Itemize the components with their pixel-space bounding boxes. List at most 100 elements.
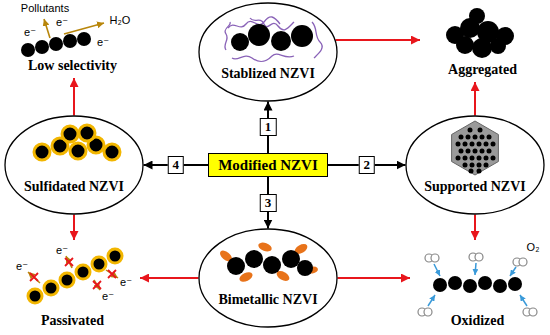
- support-matrix-figure-part-part: [480, 149, 485, 154]
- connector-arrow: [474, 215, 476, 241]
- support-matrix-figure: [452, 121, 499, 175]
- callout-number: 1: [260, 118, 277, 136]
- callout-number: 3: [260, 194, 277, 212]
- bimetallic-particles-figure-part-part: [227, 257, 245, 275]
- support-matrix-figure-part-part: [487, 149, 492, 154]
- support-matrix-figure-part-part: [463, 163, 468, 168]
- passivated-particles-figure-part-part: [108, 270, 116, 278]
- oxidized-particles-figure-part-part: [493, 279, 507, 293]
- support-matrix-figure-part-part: [466, 135, 471, 140]
- annotation: e⁻: [56, 16, 68, 29]
- passivated-particles-figure-part-part: [66, 256, 72, 268]
- support-matrix-figure-part-part: [484, 142, 489, 147]
- passivated-particles-figure-part-part: [65, 258, 73, 266]
- aggregated-cluster-figure: [446, 8, 514, 58]
- outcome-panel: Passivated: [5, 240, 140, 333]
- passivated-particles-figure-part-part: [92, 257, 106, 271]
- sulfidated-particles-figure-part: [70, 143, 86, 159]
- node-label: Modified NZVI: [218, 156, 318, 174]
- low-selectivity-figure-part-part: [35, 40, 49, 54]
- annotation: O₂: [527, 241, 540, 254]
- oxidized-particles-figure-part-part: [520, 295, 527, 306]
- stabilized-particles-figure-part-part: [271, 31, 291, 51]
- oxidized-particles-figure-part-part: [434, 264, 440, 276]
- bimetallic-particles-figure-part: [218, 241, 318, 284]
- node-label: Low selectivity: [10, 58, 135, 74]
- oxidized-particles-figure-part-part: [428, 295, 435, 306]
- passivated-particles-figure-part: [28, 256, 118, 290]
- connector-arrow: [335, 39, 420, 41]
- oxidized-particles-figure-part-part: [508, 277, 522, 291]
- passivated-particles-figure-part-part: [108, 249, 122, 263]
- callout-number: 2: [358, 156, 375, 174]
- oxidized-particles-figure-part-part: [475, 253, 483, 261]
- stabilized-particles-figure-part-part: [291, 25, 313, 47]
- aggregated-cluster-figure-part: [456, 36, 474, 54]
- oxidized-particles-figure: [418, 253, 537, 316]
- oxidized-particles-figure-part-part: [510, 267, 516, 276]
- annotation: e⁻: [24, 26, 36, 39]
- support-matrix-figure-part-part: [491, 156, 496, 161]
- low-selectivity-figure-part: [44, 19, 50, 38]
- stabilized-particles-figure-part-part: [248, 24, 270, 46]
- connector-arrow: [73, 215, 75, 241]
- oxidized-particles-figure-part-part: [478, 276, 492, 290]
- passivated-particles-figure-part-part: [93, 281, 101, 289]
- annotation: e⁻: [97, 36, 109, 49]
- support-matrix-figure-part-part: [473, 149, 478, 154]
- ellipse-outline: [199, 3, 337, 101]
- method-ellipse: Sulfidated NZVI: [4, 115, 144, 215]
- support-matrix-figure-part-part: [477, 156, 482, 161]
- low-selectivity-figure-part: [64, 23, 104, 34]
- method-ellipse: Bimetallic NZVI: [198, 228, 338, 328]
- sulfidated-particles-figure: [34, 125, 120, 160]
- low-selectivity-figure-part-part: [21, 43, 35, 57]
- node-label: Bimetallic NZVI: [198, 292, 338, 308]
- stabilized-particles-figure-part: [231, 24, 313, 51]
- support-matrix-figure-part-part: [470, 163, 475, 168]
- passivated-particles-figure-part: [28, 249, 122, 303]
- node-label: Oxidized: [410, 313, 545, 329]
- aggregated-cluster-figure-part: [472, 38, 492, 58]
- connector-arrow: [140, 277, 199, 279]
- node-label: Stablized NZVI: [198, 66, 338, 82]
- passivated-particles-figure: [28, 249, 122, 303]
- connector-arrow: [338, 277, 411, 279]
- bimetallic-particles-figure-part-part: [263, 256, 281, 274]
- oxidized-particles-figure-part-part: [433, 278, 447, 292]
- method-ellipse: Supported NZVI: [405, 115, 545, 215]
- support-matrix-figure-part-part: [470, 156, 475, 161]
- node-label: Sulfidated NZVI: [4, 179, 144, 195]
- support-matrix-figure-part-part: [469, 169, 474, 174]
- oxidized-particles-figure-part: [433, 276, 522, 293]
- ellipse-outline: [199, 229, 337, 327]
- passivated-particles-figure-part-part: [94, 280, 100, 290]
- node-label: Supported NZVI: [405, 179, 545, 195]
- support-matrix-figure-part-part: [477, 142, 482, 147]
- bimetallic-particles-figure: [218, 241, 318, 284]
- stabilized-particles-figure-part: [225, 17, 322, 62]
- node-label: Passivated: [5, 313, 140, 329]
- oxidized-particles-figure-part-part: [519, 258, 527, 266]
- passivated-particles-figure-part-part: [28, 289, 42, 303]
- oxidized-particles-figure-part-part: [463, 279, 477, 293]
- annotation: Pollutants: [21, 2, 69, 15]
- stabilized-particles-figure-part-part: [232, 54, 294, 62]
- support-matrix-figure-part-part: [470, 142, 475, 147]
- stabilized-particles-figure: [225, 17, 322, 62]
- annotation: e⁻: [102, 290, 114, 303]
- oxidized-particles-figure-part: [428, 263, 527, 306]
- support-matrix-figure-part: [452, 121, 499, 175]
- method-ellipse: Stablized NZVI: [198, 2, 338, 102]
- outcome-panel: Aggregated: [420, 0, 545, 82]
- outcome-panel: Oxidized: [410, 240, 545, 333]
- low-selectivity-figure-part-part: [63, 34, 77, 48]
- support-matrix-figure-part-part: [487, 135, 492, 140]
- sulfidated-particles-figure-part: [62, 126, 78, 142]
- low-selectivity-figure-part-part: [77, 32, 91, 46]
- bimetallic-particles-figure-part: [227, 250, 313, 276]
- support-matrix-figure-part-part: [466, 149, 471, 154]
- support-matrix-figure-part-part: [484, 163, 489, 168]
- support-matrix-figure-part-part: [491, 142, 496, 147]
- support-matrix-figure-part-part: [456, 156, 461, 161]
